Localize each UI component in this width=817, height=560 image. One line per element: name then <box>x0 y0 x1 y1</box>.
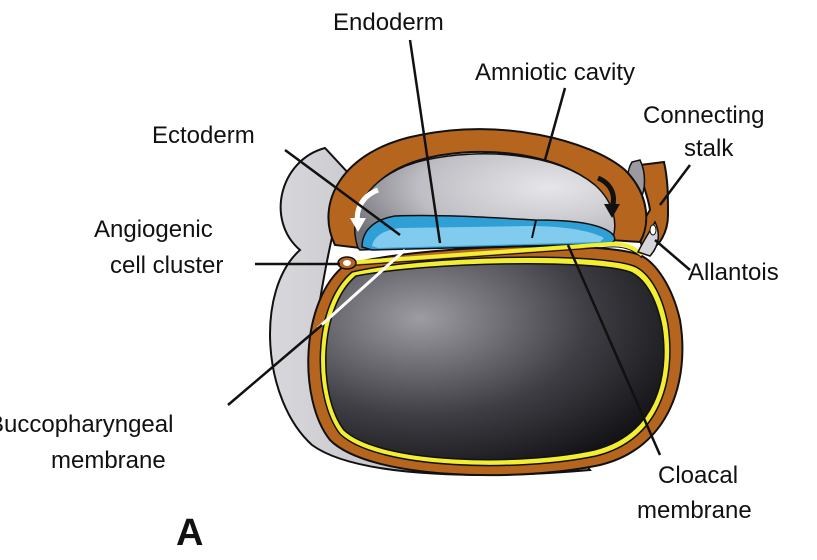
label-allantois: Allantois <box>688 259 779 286</box>
label-amniotic-cavity: Amniotic cavity <box>475 59 635 86</box>
label-cloacal-line2: membrane <box>637 497 752 524</box>
label-buccopharyngeal-line2: membrane <box>51 447 166 474</box>
leader-allantois <box>655 240 690 270</box>
label-ectoderm: Ectoderm <box>152 122 255 149</box>
label-connecting-stalk-line1: Connecting <box>643 102 764 129</box>
panel-label: A <box>176 512 203 554</box>
label-angiogenic-line1: Angiogenic <box>94 216 213 243</box>
label-buccopharyngeal-line1: Buccopharyngeal <box>0 411 173 438</box>
label-cloacal-line1: Cloacal <box>658 462 738 489</box>
angiogenic-cell-core <box>343 260 351 266</box>
label-connecting-stalk-line2: stalk <box>684 135 734 162</box>
label-endoderm: Endoderm <box>333 9 444 36</box>
yolk-sac-cavity <box>326 264 664 460</box>
label-angiogenic-line2: cell cluster <box>110 252 223 279</box>
allantois-lumen <box>650 225 656 235</box>
